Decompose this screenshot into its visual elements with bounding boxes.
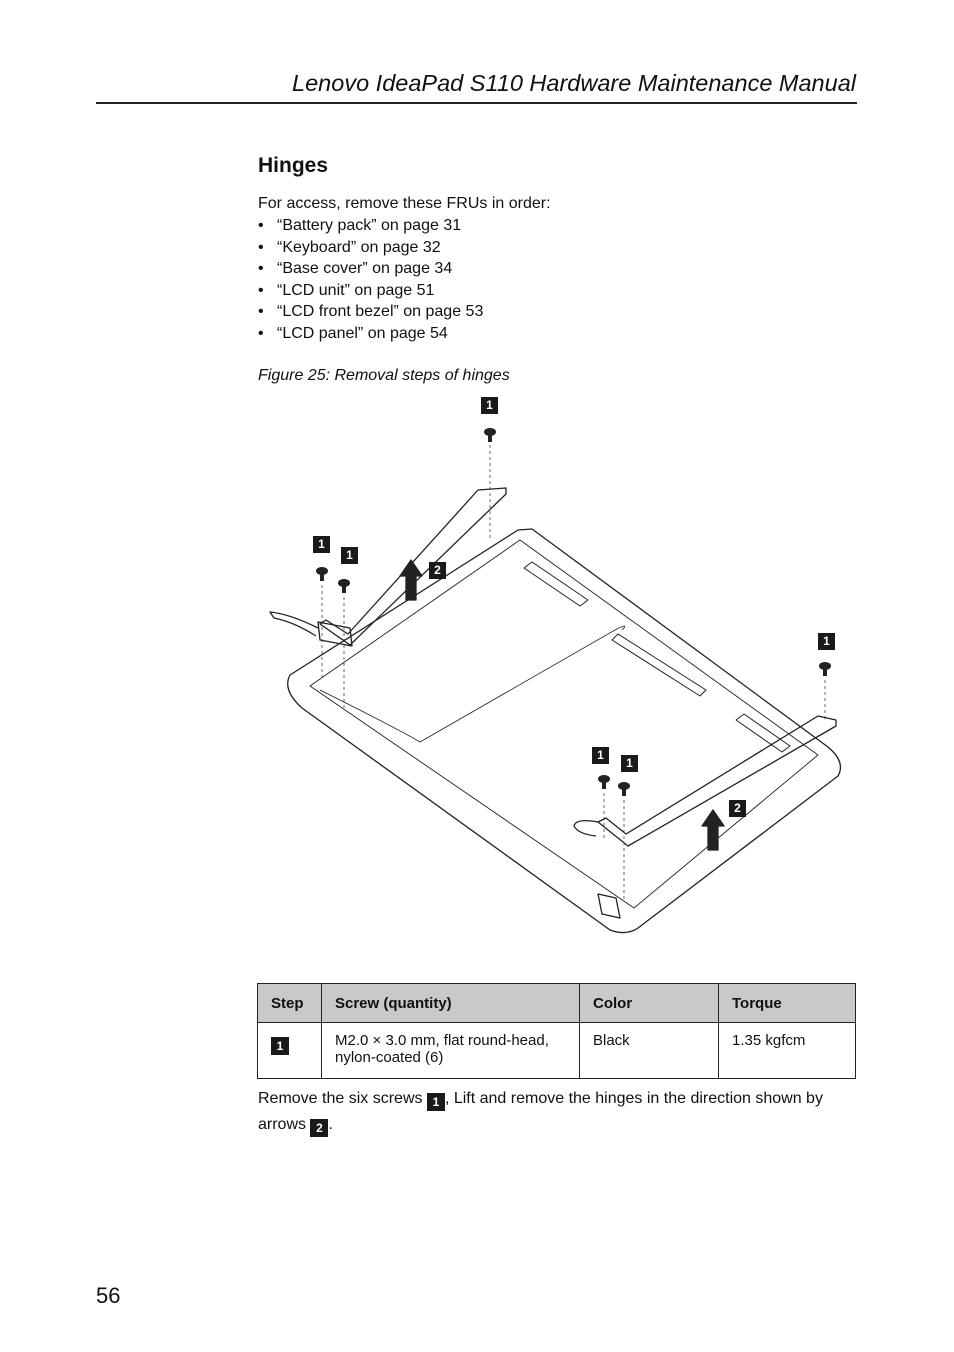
- bullet: •: [258, 260, 264, 278]
- manual-title: Lenovo IdeaPad S110 Hardware Maintenance…: [292, 70, 856, 96]
- bullet: •: [258, 281, 264, 299]
- header-rule: [96, 102, 857, 104]
- callout-1: 1: [818, 633, 835, 650]
- right-hinge-tip: [573, 820, 599, 837]
- instruction-part: Remove the six screws: [258, 1090, 423, 1107]
- table-header: Torque: [718, 983, 856, 1023]
- fru-link[interactable]: “LCD unit” on page 51: [277, 281, 435, 299]
- fru-item: • “LCD unit” on page 51: [258, 280, 483, 302]
- callout-1: 1: [313, 536, 330, 553]
- callout-1: 1: [621, 755, 638, 772]
- screw-icon: [598, 775, 610, 789]
- screws: [316, 428, 831, 796]
- fru-link[interactable]: “LCD front bezel” on page 53: [277, 303, 484, 321]
- intro-text: For access, remove these FRUs in order:: [258, 195, 551, 212]
- hinge-illustration: [269, 428, 842, 934]
- hinge-removal-figure: 1 1 1 2 1 1 1 2: [250, 390, 850, 960]
- left-hinge-bracket: [317, 621, 353, 647]
- left-hinge: [319, 487, 507, 646]
- table-row: 1 M2.0 × 3.0 mm, flat round-head, nylon-…: [257, 1022, 856, 1079]
- screw-icon: [316, 567, 328, 581]
- callout-1: 1: [592, 747, 609, 764]
- fru-list: • “Battery pack” on page 31 • “Keyboard” o…: [258, 215, 483, 345]
- screw-spec-table: Step Screw (quantity) Color Torque 1 M2.…: [257, 983, 856, 1079]
- fru-link[interactable]: “Battery pack” on page 31: [277, 217, 462, 234]
- lift-arrow-left: [399, 559, 423, 601]
- page-number: 56: [96, 1283, 121, 1308]
- bottom-clip: [597, 893, 621, 919]
- callout-1: 1: [481, 397, 498, 414]
- screw-icon: [618, 782, 630, 796]
- step-cell: 1: [257, 1022, 322, 1079]
- torque-cell: 1.35 kgfcm: [718, 1022, 856, 1079]
- bullet: •: [258, 217, 264, 234]
- table-header: Step: [257, 983, 322, 1023]
- camera-board: [611, 633, 707, 697]
- guide-lines: [321, 445, 826, 900]
- lcd-cover-inner: [309, 539, 819, 909]
- screw-icon: [338, 579, 350, 593]
- panel-cable: [319, 625, 626, 743]
- figure-caption: Figure 25: Removal steps of hinges: [258, 367, 510, 384]
- vent-grille: [523, 561, 791, 753]
- instruction-text: Remove the six screws 1, Lift and remove…: [258, 1086, 858, 1138]
- screw-icon: [819, 662, 831, 676]
- callout-1: 1: [341, 547, 358, 564]
- callout-2: 2: [429, 562, 446, 579]
- fru-link[interactable]: “Keyboard” on page 32: [277, 238, 441, 256]
- fru-item: • “Base cover” on page 34: [258, 258, 483, 280]
- fru-item: • “LCD panel” on page 54: [258, 323, 483, 345]
- table-header: Color: [579, 983, 719, 1023]
- screw-icon: [484, 428, 496, 442]
- table-header: Screw (quantity): [321, 983, 580, 1023]
- bullet: •: [258, 238, 264, 256]
- right-hinge: [597, 715, 837, 847]
- fru-link[interactable]: “LCD panel” on page 54: [277, 324, 448, 342]
- step-badge: 1: [271, 1037, 289, 1055]
- fru-link[interactable]: “Base cover” on page 34: [277, 260, 453, 278]
- instruction-part: , Lift and remove the hinges in the dire…: [258, 1090, 823, 1133]
- color-cell: Black: [579, 1022, 719, 1079]
- bullet: •: [258, 303, 264, 321]
- fru-item: • “Keyboard” on page 32: [258, 237, 483, 259]
- lcd-cover-outline: [287, 528, 842, 934]
- table-header-row: Step Screw (quantity) Color Torque: [257, 983, 856, 1023]
- fru-item: • “LCD front bezel” on page 53: [258, 301, 483, 323]
- fru-item: • “Battery pack” on page 31: [258, 215, 483, 237]
- section-title: Hinges: [258, 154, 329, 177]
- screw-cell: M2.0 × 3.0 mm, flat round-head, nylon-co…: [321, 1022, 580, 1079]
- bullet: •: [258, 324, 264, 342]
- step-badge: 1: [426, 1093, 445, 1111]
- left-hinge-tip: [269, 611, 319, 637]
- instruction-part: .: [328, 1116, 333, 1133]
- lift-arrow-right: [701, 809, 725, 851]
- callout-2: 2: [729, 800, 746, 817]
- step-badge: 2: [310, 1119, 329, 1137]
